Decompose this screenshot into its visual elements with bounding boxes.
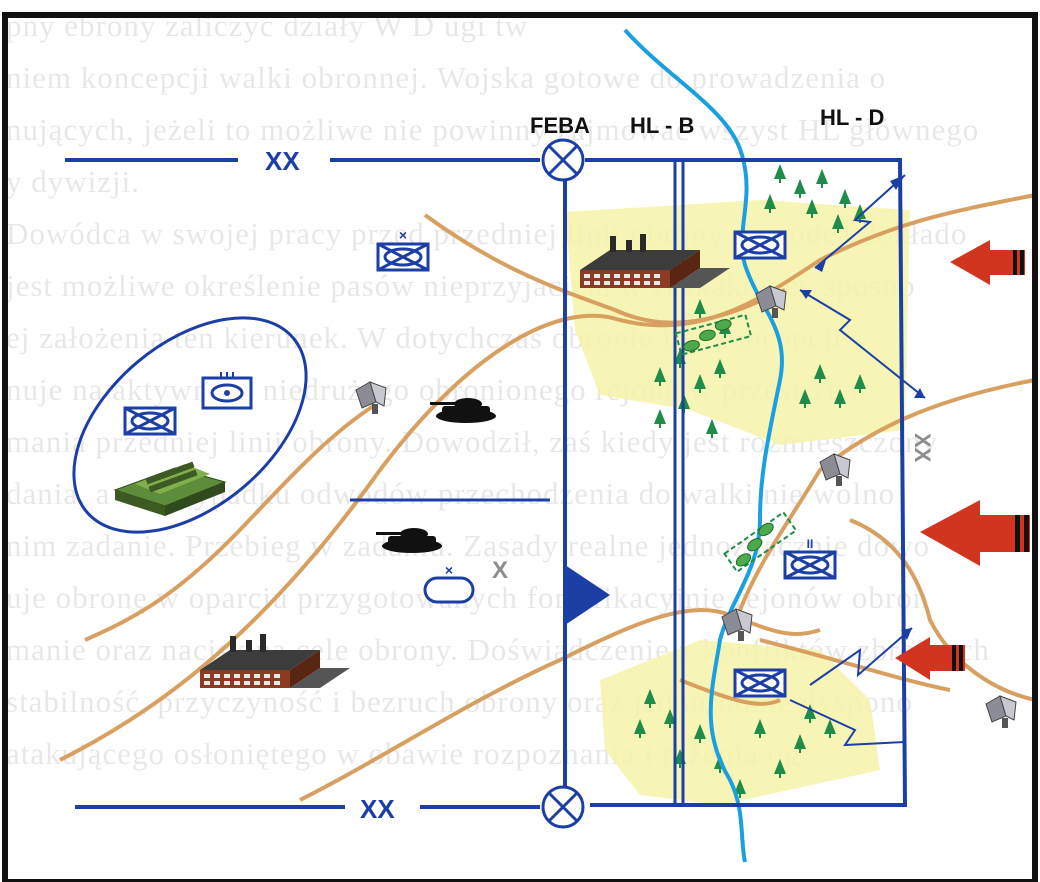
- enemy-arrow-north: [950, 240, 1025, 285]
- brigade-zone-ellipse: [72, 316, 308, 534]
- unit-symbol-forward-south: [733, 668, 787, 698]
- tree-icon: [654, 409, 666, 428]
- radar-east: [819, 453, 851, 487]
- unit-symbol-brigade-reserve: ×: [423, 562, 475, 604]
- enemy-attack-arrows: [895, 240, 1030, 680]
- label-division-boundary-top: XX: [265, 146, 300, 176]
- tree-icon: [774, 164, 786, 183]
- tree-icon: [794, 179, 806, 198]
- tree-icon: [706, 419, 718, 438]
- enemy-arrow-south: [895, 637, 965, 680]
- svg-text:×: ×: [445, 562, 453, 578]
- radar-far-east: [985, 695, 1017, 729]
- svg-text:×: ×: [399, 227, 407, 243]
- forest-area-south: [600, 640, 880, 805]
- tree-icon: [839, 189, 851, 208]
- industrial-complex-south: [200, 634, 350, 688]
- background-text-line: niem koncepcji walki obronnej. Wojska go…: [6, 60, 887, 95]
- tree-icon: [816, 169, 828, 188]
- label-brigade-boundary: X: [492, 557, 508, 584]
- unit-symbol-forward-north: [733, 230, 787, 260]
- unit-symbol-forward-middle: II: [783, 537, 837, 580]
- arrow-heads: [800, 175, 925, 640]
- tank-south: [376, 528, 442, 553]
- label-hl-d: HL - D: [820, 105, 884, 130]
- enemy-arrow-middle: [920, 500, 1030, 566]
- label-feba: FEBA: [530, 113, 590, 138]
- roads: [59, 193, 1036, 802]
- rocket-launcher-vehicle: [113, 461, 227, 516]
- label-division-boundary-bottom: XX: [360, 794, 395, 824]
- command-post-triangle: [565, 565, 610, 625]
- air-defense-group-south: [723, 511, 798, 574]
- air-defense-group-north: [674, 313, 753, 356]
- diagram-frame: [2, 12, 1038, 882]
- background-text-line: nujących, jeżeli to możliwe nie powinny …: [6, 112, 980, 147]
- feba-marker-top: [541, 138, 585, 182]
- feba-marker-bottom: [541, 785, 585, 829]
- label-division-boundary-right: XX: [910, 433, 935, 463]
- label-hl-b: HL - B: [630, 113, 694, 138]
- unit-symbol-ellipse-armor: [201, 372, 253, 410]
- background-text-line: y dywizji.: [6, 164, 140, 199]
- unit-symbol-ellipse-inf: [123, 406, 177, 436]
- svg-text:II: II: [807, 537, 814, 551]
- unit-symbol-rear: ×: [376, 227, 430, 272]
- contact-arrows: [789, 174, 926, 747]
- river: [623, 28, 784, 863]
